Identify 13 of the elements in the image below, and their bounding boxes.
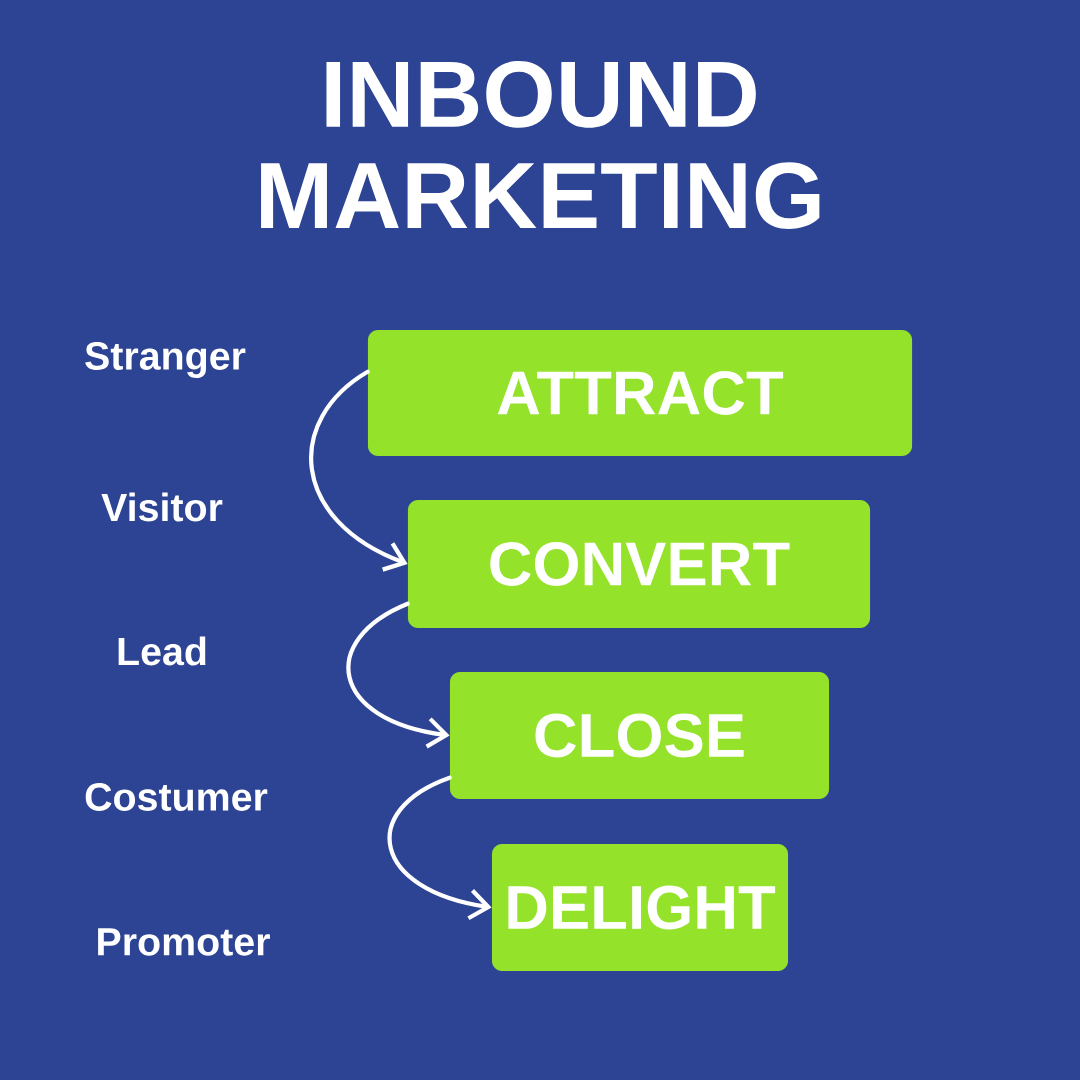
- curved-arrow: [387, 775, 492, 921]
- stage-box: ATTRACT: [367, 330, 913, 457]
- stage-label: Costumer: [85, 783, 268, 811]
- stage-label: Promoter: [98, 928, 270, 956]
- stage-box: CLOSE: [449, 672, 830, 800]
- stage-box: DELIGHT: [491, 844, 789, 972]
- stage-label: Lead: [118, 636, 206, 666]
- curved-arrow: [346, 601, 450, 749]
- stage-label: Visitor: [101, 492, 223, 522]
- stage-box: CONVERT: [407, 500, 871, 629]
- curved-arrow: [309, 369, 408, 572]
- stage-label: Stranger: [85, 342, 246, 378]
- title: INBOUND MARKETING: [261, 61, 820, 229]
